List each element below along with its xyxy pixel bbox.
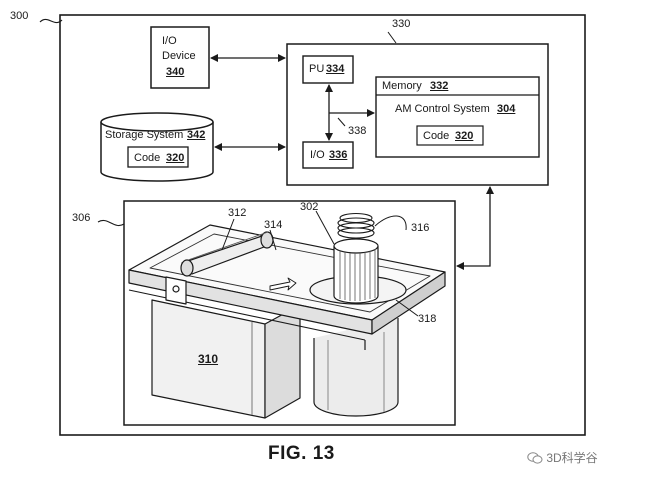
io-device-label-2: Device: [162, 50, 196, 63]
io-device-label-1: I/O: [162, 35, 177, 48]
wechat-icon: [527, 451, 546, 465]
leader-306: [98, 220, 124, 225]
storage-code-ref: 320: [166, 152, 184, 165]
watermark: 3D科学谷: [527, 449, 598, 466]
system-ref-label: 300: [10, 10, 28, 23]
am-control-ref: 304: [497, 103, 515, 116]
storage-label: Storage System: [105, 129, 183, 142]
memory-code-label: Code: [423, 130, 449, 143]
storage-cylinder: [101, 113, 213, 181]
memory-ref: 332: [430, 80, 448, 93]
memory-code-ref: 320: [455, 130, 473, 143]
memory-label: Memory: [382, 80, 422, 93]
arrow-printer: [457, 187, 490, 266]
well-ref-318: 318: [418, 313, 436, 326]
am-control-label: AM Control System: [395, 103, 490, 116]
laser-ref-316: 316: [411, 222, 429, 235]
storage-ref: 342: [187, 129, 205, 142]
leader-338: [338, 118, 345, 126]
roller-ref-312: 312: [228, 207, 246, 220]
bus-ref-label: 338: [348, 125, 366, 138]
pu-label: PU: [309, 63, 324, 76]
io-device-ref: 340: [166, 66, 184, 79]
part-ref-302: 302: [300, 201, 318, 214]
figure-caption: FIG. 13: [268, 443, 335, 465]
io-ref: 336: [329, 149, 347, 162]
printer-ref-label: 306: [72, 212, 90, 225]
recoater-ref-314: 314: [264, 219, 282, 232]
printer-machine: [129, 214, 445, 419]
block-ref-310: 310: [198, 353, 218, 366]
io-label: I/O: [310, 149, 325, 162]
pu-ref: 334: [326, 63, 344, 76]
leader-330: [388, 32, 396, 43]
leader-300: [40, 19, 62, 22]
computer-ref-label: 330: [392, 18, 410, 31]
watermark-text: 3D科学谷: [546, 451, 597, 465]
storage-code-label: Code: [134, 152, 160, 165]
